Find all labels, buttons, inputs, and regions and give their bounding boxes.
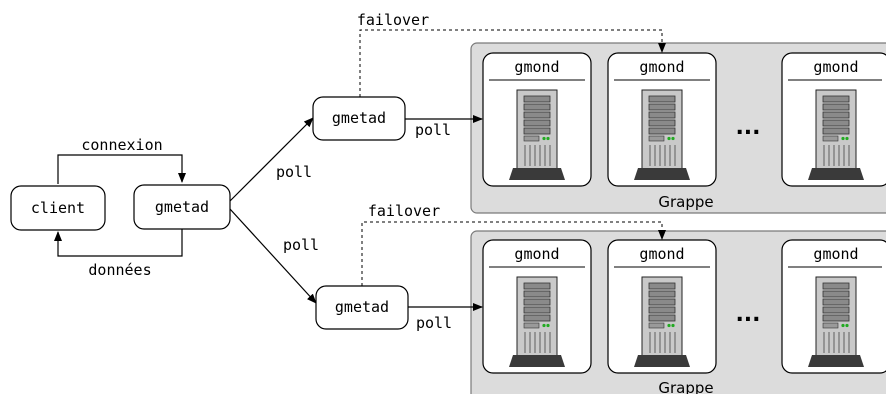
poll-label-bottom: poll (283, 236, 319, 254)
poll-edge-top (229, 117, 314, 202)
gmond-label: gmond (639, 58, 684, 76)
gmond-label: gmond (514, 58, 559, 76)
gmetad-label: gmetad (332, 109, 386, 127)
gmetad-label: gmetad (155, 198, 209, 216)
failover-edge-bottom (361, 221, 666, 286)
gmond-card: gmond (482, 239, 592, 374)
gmond-label: gmond (813, 58, 858, 76)
failover-label-bottom: failover (368, 202, 440, 220)
server-tower-icon (633, 276, 691, 368)
server-tower-icon (508, 89, 566, 181)
ellipsis-label: ... (735, 115, 760, 140)
server-tower-icon (508, 276, 566, 368)
gmond-card: gmond (482, 52, 592, 187)
gmond-card: gmond (607, 52, 717, 187)
cluster-top: Grappe gmond gmond ... gmond (470, 42, 886, 214)
connexion-label: connexion (81, 136, 162, 154)
gmetad-local-node: gmetad (133, 184, 231, 230)
gmetad-bottom-node: gmetad (315, 285, 409, 330)
client-label: client (31, 199, 85, 217)
gmond-card: gmond (607, 239, 717, 374)
client-node: client (10, 185, 106, 231)
gmetad-label: gmetad (335, 298, 389, 316)
gmond-card: gmond (781, 52, 886, 187)
gmond-label: gmond (514, 245, 559, 263)
server-tower-icon (807, 276, 865, 368)
poll-cluster-label-bottom: poll (416, 314, 452, 332)
donnees-label: données (88, 261, 151, 279)
cluster-label: Grappe (658, 193, 713, 211)
server-tower-icon (633, 89, 691, 181)
donnees-edge (54, 228, 183, 257)
gmond-card: gmond (781, 239, 886, 374)
failover-edge-top (359, 29, 666, 97)
poll-cluster-label-top: poll (415, 121, 451, 139)
poll-label-top: poll (276, 163, 312, 181)
connexion-edge (57, 154, 186, 184)
cluster-bottom: Grappe gmond gmond ... gmond (470, 230, 886, 394)
server-tower-icon (807, 89, 865, 181)
gmond-label: gmond (813, 245, 858, 263)
ellipsis-label: ... (735, 302, 760, 327)
gmond-label: gmond (639, 245, 684, 263)
poll-edge-bottom (229, 208, 317, 304)
cluster-label: Grappe (658, 379, 713, 394)
failover-label-top: failover (357, 11, 429, 29)
gmetad-top-node: gmetad (312, 96, 406, 141)
